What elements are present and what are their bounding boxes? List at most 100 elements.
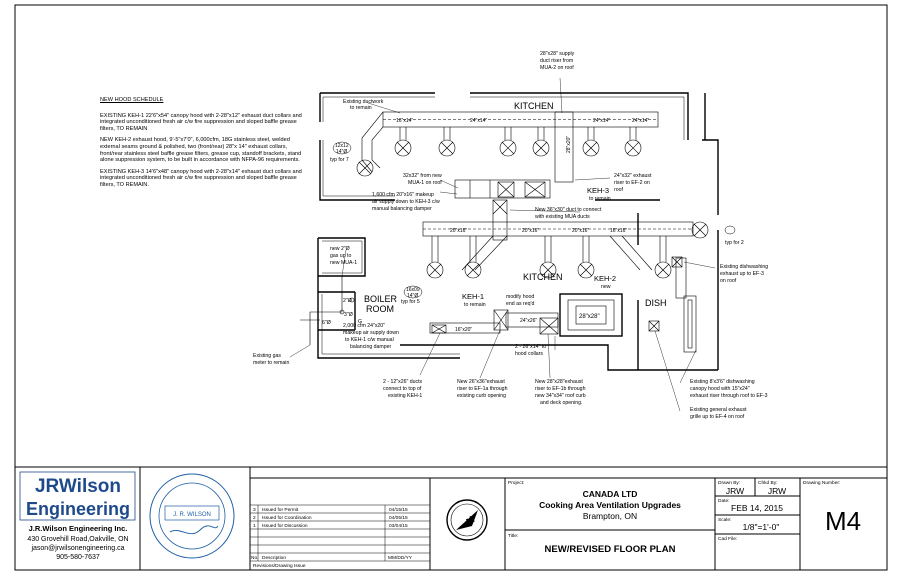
seal-name: J. R. WILSON [173, 512, 211, 518]
keh2-hood [559, 293, 623, 337]
note: new 34"x34" roof curb [535, 393, 586, 399]
diffuser-tag-text: 12x12 [335, 143, 349, 149]
engineer-seal [149, 473, 235, 559]
rev-header-no: No. [251, 555, 258, 561]
chkd-by-value: JRW [768, 486, 786, 496]
note: to remain [350, 105, 372, 111]
hood-sub-keh2: new [601, 284, 611, 290]
diffuser [577, 261, 595, 279]
note: air supply down to KEH-3 c/w [372, 199, 440, 205]
duct-size: 16"x14" [396, 118, 413, 124]
note: riser to EF-1a through [457, 386, 508, 392]
note: Existing ductwork [343, 99, 384, 105]
note: exhaust riser through roof to EF-3 [690, 393, 768, 399]
duct-size: 24"x14" [632, 118, 649, 124]
diffuser-tag-text: 14"Ø [336, 149, 347, 155]
project-label: Project: [508, 480, 524, 486]
chkd-by-label: Chkd By: [758, 480, 777, 486]
note: typ for 7 [330, 157, 349, 163]
diffuser [499, 139, 517, 157]
room-label-boiler: BOILER [364, 294, 398, 304]
rev-no: 1 [253, 523, 256, 529]
note: makeup air supply down [343, 330, 399, 336]
diffuser [438, 139, 456, 157]
rev-no: 2 [253, 515, 256, 521]
dish-exhaust-box [671, 256, 683, 268]
firm-name: J.R.Wilson Engineering Inc. [29, 524, 128, 533]
note: on roof [720, 278, 737, 284]
note: duct riser from [540, 58, 573, 64]
note: hood collars [515, 351, 543, 357]
rev-header-date: MM/DD/YY [388, 555, 413, 561]
note: gas up to [330, 253, 351, 259]
note: existing KEH-1 [388, 393, 422, 399]
note: 2"Ø [343, 298, 352, 304]
note: new 2"Ø [330, 246, 350, 252]
scale-value: 1/8"=1'-0" [743, 522, 780, 532]
title-label: Title: [508, 533, 518, 539]
note: Existing general exhaust [690, 407, 747, 413]
note: MUA-2 on roof [540, 65, 574, 71]
drawing-number: M4 [825, 506, 861, 536]
duct-size: 24"x26" [520, 318, 537, 324]
hood-label-keh2: KEH-2 [594, 274, 616, 283]
note: exhaust up to EF-3 [720, 271, 764, 277]
diffuser [464, 261, 482, 279]
note: 2,000 cfm 24"x20" [343, 323, 385, 329]
duct-size: 28"x20" [566, 136, 572, 153]
hood-box-size: 28"x28" [579, 314, 600, 320]
note: New 28"x28"exhaust [535, 379, 583, 385]
date-value: FEB 14, 2015 [731, 503, 783, 513]
title-block-frame [14, 466, 888, 571]
note: New 36"x30" duct to connect [535, 207, 602, 213]
schedule-keh3: EXISTING KEH-3 14'6"x48" canopy hood wit… [100, 168, 302, 188]
leader-lines [289, 77, 716, 412]
rev-desc: Issued for Coordination [262, 515, 312, 521]
note: 2 - 12"x26" ducts [383, 379, 423, 385]
note: connect to top of [383, 386, 422, 392]
drawing-number-label: Drawing Number: [803, 480, 840, 486]
room-label-room: ROOM [366, 304, 394, 314]
diffuser-tag-text: 16x09 [406, 287, 420, 293]
note: grille up to EF-4 on roof [690, 414, 745, 420]
firm-address: 430 Grovehill Road,Oakville, ON [27, 536, 128, 543]
ductwork [361, 111, 697, 353]
hood-label-keh1: KEH-1 [462, 292, 484, 301]
project-line-1: CANADA LTD [583, 489, 638, 499]
note: meter to remain [253, 360, 289, 366]
diffuser [426, 261, 444, 279]
north-label: N [465, 515, 478, 528]
duct-size: 20"x16" [450, 228, 467, 234]
duct-size: 24"x14" [593, 118, 610, 124]
rev-date: 04/05/15 [389, 515, 408, 521]
diffuser [394, 139, 412, 157]
duct-size: 20"x16" [572, 228, 589, 234]
room-label-dish: DISH [645, 298, 667, 308]
note: 32x32" from new [403, 173, 442, 179]
duct-size: 24"x14" [470, 118, 487, 124]
firm-logo-box [19, 471, 136, 521]
rev-date: 04/15/15 [389, 507, 408, 513]
schedule-keh2: NEW KEH-2 exhaust hood, 9'-5"x7'0", 6,00… [100, 137, 302, 164]
cad-file-label: Cad File: [718, 536, 737, 542]
note: with existing MUA ducts [535, 214, 590, 220]
note: riser to EF-1b through [535, 386, 586, 392]
note: roof [614, 187, 623, 193]
drawing-title: NEW/REVISED FLOOR PLAN [545, 544, 676, 555]
note: existing curb opening [457, 393, 506, 399]
note: new MUA-1 [330, 260, 357, 266]
note: G [358, 319, 362, 325]
note: 6"Ø [322, 320, 331, 326]
note: MUA-1 on roof [408, 180, 442, 186]
note: modify hood [506, 294, 534, 300]
diffuser [539, 261, 557, 279]
note: balancing damper [350, 344, 392, 350]
diffuser [532, 139, 550, 157]
logo-line-1: JRWilson [35, 476, 121, 497]
hood-label-keh3: KEH-3 [587, 186, 609, 195]
note: to KEH-1 c/w manual [345, 337, 394, 343]
gas-piping [300, 276, 355, 345]
walls [317, 92, 719, 371]
